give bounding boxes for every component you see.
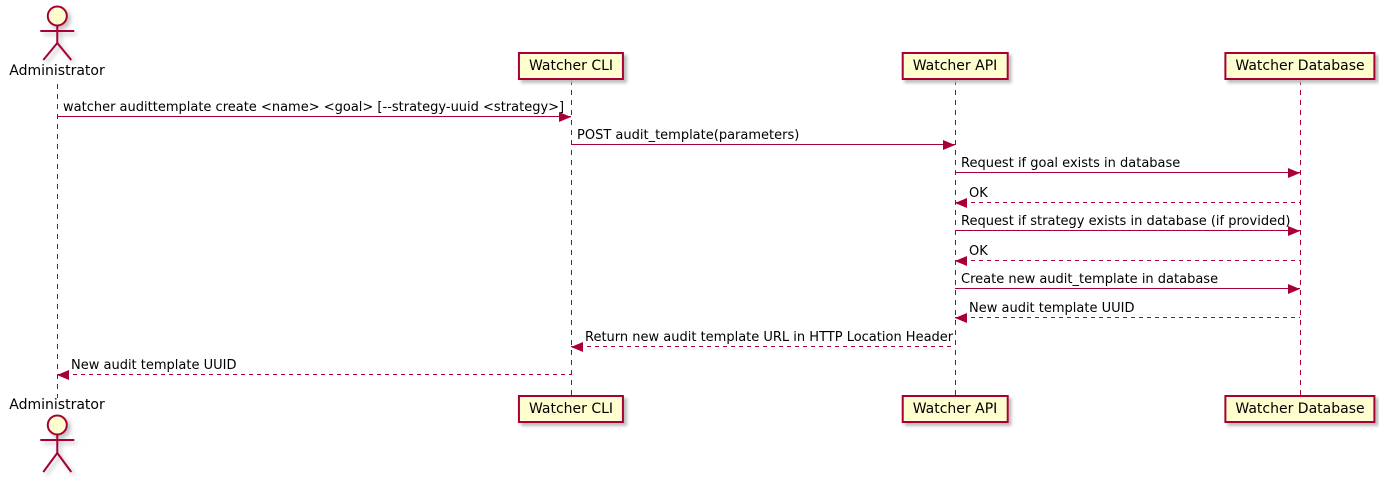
- message-ok-strategy: OK: [955, 242, 1300, 266]
- message-create-audit-template-db: Create new audit_template in database: [955, 270, 1300, 294]
- lifeline-watcher-cli: [571, 80, 572, 396]
- message-label: New audit template UUID: [969, 301, 1135, 316]
- message-label: OK: [969, 186, 988, 201]
- actor-administrator-bottom: Administrator: [9, 397, 105, 475]
- participant-watcher-api-bottom: Watcher API: [901, 395, 1009, 423]
- arrowhead-icon: [1288, 284, 1300, 294]
- actor-icon: [40, 414, 74, 473]
- message-new-uuid-from-db: New audit template UUID: [955, 299, 1300, 323]
- lifeline-watcher-database: [1300, 80, 1301, 396]
- arrowhead-icon: [955, 313, 967, 323]
- message-label: watcher audittemplate create <name> <goa…: [63, 100, 565, 115]
- arrowhead-icon: [57, 370, 69, 380]
- message-label: Request if goal exists in database: [961, 156, 1181, 171]
- message-label: POST audit_template(parameters): [577, 128, 800, 143]
- message-label: Request if strategy exists in database (…: [961, 214, 1291, 229]
- lifeline-administrator: [57, 84, 58, 398]
- message-request-goal-exists: Request if goal exists in database: [955, 154, 1300, 178]
- message-label: OK: [969, 244, 988, 259]
- participant-watcher-cli-bottom: Watcher CLI: [517, 395, 625, 423]
- arrowhead-icon: [955, 256, 967, 266]
- message-new-uuid-to-admin: New audit template UUID: [57, 356, 571, 380]
- message-create-audittemplate: watcher audittemplate create <name> <goa…: [57, 98, 571, 122]
- message-request-strategy-exists: Request if strategy exists in database (…: [955, 212, 1300, 236]
- message-label: Return new audit template URL in HTTP Lo…: [585, 330, 954, 345]
- participant-watcher-database-bottom: Watcher Database: [1224, 395, 1376, 423]
- message-return-url-location-header: Return new audit template URL in HTTP Lo…: [571, 328, 955, 352]
- participant-watcher-cli-top: Watcher CLI: [517, 52, 625, 80]
- message-label: Create new audit_template in database: [961, 272, 1219, 287]
- arrowhead-icon: [955, 198, 967, 208]
- arrowhead-icon: [1288, 168, 1300, 178]
- participant-watcher-api-top: Watcher API: [901, 52, 1009, 80]
- participant-watcher-database-top: Watcher Database: [1224, 52, 1376, 80]
- arrowhead-icon: [1288, 226, 1300, 236]
- actor-icon: [40, 5, 74, 61]
- actor-administrator-top: Administrator: [9, 5, 105, 79]
- actor-label: Administrator: [9, 63, 105, 79]
- message-post-audit-template: POST audit_template(parameters): [571, 126, 955, 150]
- arrowhead-icon: [559, 112, 571, 122]
- arrowhead-icon: [943, 140, 955, 150]
- message-label: New audit template UUID: [71, 358, 237, 373]
- actor-label: Administrator: [9, 397, 105, 413]
- arrowhead-icon: [571, 342, 583, 352]
- message-ok-goal: OK: [955, 184, 1300, 208]
- lifeline-watcher-api: [955, 80, 956, 396]
